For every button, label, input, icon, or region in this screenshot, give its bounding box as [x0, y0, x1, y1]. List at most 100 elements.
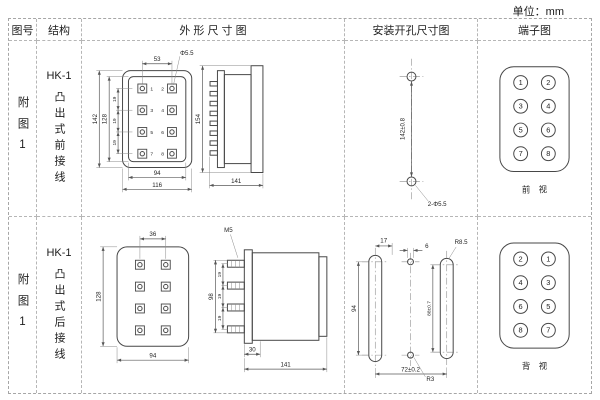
view-label: 前 视 — [522, 184, 548, 194]
dim-142-0.8: 142±0.8 — [400, 117, 407, 140]
header-fig-no: 图号 — [9, 19, 37, 41]
dim-30: 30 — [249, 347, 256, 354]
dim-141: 141 — [280, 362, 291, 369]
terminal-no: 8 — [161, 152, 164, 158]
dim-36: 36 — [149, 231, 156, 238]
terminal-no: 3 — [150, 108, 153, 114]
dim-19: 19 — [217, 315, 223, 321]
terminal-no: 4 — [161, 108, 164, 114]
front-view: 1 2 3 4 5 6 7 8 — [122, 70, 193, 169]
dim-128: 128 — [96, 291, 103, 302]
terminal-outline — [499, 66, 570, 173]
row2-terminal-cell: 2 1 4 3 6 5 8 7 背 视 — [478, 217, 591, 393]
row1-install-cell: 142±0.8 2-Φ5.5 — [345, 41, 478, 217]
terminal-diagram-rear: 2 1 4 3 6 5 8 7 背 视 — [499, 242, 570, 371]
terminal-numbers: 1 2 3 4 5 6 7 8 — [150, 86, 164, 157]
install-dimensions: 142±0.8 2-Φ5.5 — [400, 81, 447, 208]
model-label: HK-1 — [46, 246, 72, 259]
structure-block: HK-1 凸出式后接线 — [46, 247, 71, 364]
dim-98: 98 — [208, 293, 215, 300]
dim-53: 53 — [154, 56, 161, 63]
header-terminal: 端子图 — [478, 19, 591, 41]
outline-drawing-front-wiring: 1 2 3 4 5 6 7 8 53 — [92, 50, 264, 193]
install-drawing-front-wiring: 142±0.8 2-Φ5.5 — [400, 58, 447, 208]
install-drawing-rear-wiring: 17 6 R8.5 94 88±0.7 — [351, 237, 468, 382]
rear-view-dimensions: 36 128 94 — [96, 231, 189, 364]
dim-19: 19 — [217, 272, 223, 278]
terminal-no: 2 — [161, 86, 164, 92]
terminal-no: 7 — [150, 152, 153, 158]
unit-label: 单位：mm — [512, 6, 564, 18]
terminal-no: 5 — [519, 125, 523, 134]
dim-128: 128 — [102, 113, 109, 124]
dim-116: 116 — [152, 182, 162, 189]
terminal-diagram-front: 1 2 3 4 5 6 7 8 前 视 — [499, 66, 570, 194]
row2-fig-no-cell: 附图1 — [9, 217, 37, 393]
side-view — [226, 249, 328, 344]
row1-structure-cell: HK-1 凸出式前接线 — [37, 41, 82, 217]
outline-drawing-rear-wiring: 36 128 94 — [96, 227, 328, 373]
terminal-no: 7 — [519, 149, 523, 158]
dim-142: 142 — [92, 113, 99, 124]
dim-2-phi5.5: 2-Φ5.5 — [428, 201, 447, 208]
terminal-studs — [226, 259, 245, 334]
terminal-no: 5 — [150, 130, 153, 136]
side-view — [209, 65, 264, 173]
dim-19: 19 — [112, 96, 118, 102]
row2-outline-cell: 36 128 94 — [82, 217, 345, 393]
install-dimensions: 17 6 R8.5 94 88±0.7 — [351, 237, 468, 382]
header-outline: 外 形 尺 寸 图 — [82, 19, 345, 41]
terminal-no: 3 — [519, 102, 523, 111]
side-view-dimensions: M5 98 19 19 19 30 — [208, 227, 328, 373]
terminal-screws — [137, 83, 177, 159]
terminal-no: 1 — [150, 86, 153, 92]
header-install: 安装开孔尺寸图 — [345, 19, 478, 41]
terminal-no: 6 — [546, 125, 550, 134]
structure-text: 凸出式后接线 — [53, 267, 65, 364]
row1-fig-no-cell: 附图1 — [9, 41, 37, 217]
dim-72-0.2: 72±0.2 — [401, 366, 420, 373]
terminal-no: 4 — [546, 102, 550, 111]
dim-88-0.7: 88±0.7 — [426, 301, 432, 316]
dim-m5: M5 — [224, 227, 233, 234]
terminal-no: 2 — [546, 78, 550, 87]
row1-terminal-cell: 1 2 3 4 5 6 7 8 前 视 — [478, 41, 591, 217]
dim-141: 141 — [231, 178, 242, 185]
terminal-no: 4 — [519, 278, 523, 287]
dim-17: 17 — [380, 237, 387, 244]
terminal-no: 6 — [161, 130, 164, 136]
dim-6: 6 — [425, 243, 429, 250]
structure-text: 凸出式前接线 — [53, 91, 65, 187]
fig-no-text: 附图1 — [16, 272, 29, 338]
terminal-diagram-numbers: 1 2 3 4 5 6 7 8 — [519, 78, 551, 158]
dim-19: 19 — [217, 294, 223, 300]
dim-r8.5: R8.5 — [455, 239, 469, 246]
structure-block: HK-1 凸出式前接线 — [46, 70, 71, 187]
dim-phi5.5: Φ5.5 — [180, 50, 194, 57]
terminal-no: 6 — [519, 302, 523, 311]
dim-94: 94 — [351, 304, 358, 311]
dim-r3: R3 — [426, 376, 434, 383]
side-view-dimensions: 154 141 — [195, 65, 264, 189]
terminal-no: 8 — [519, 326, 523, 335]
terminal-no: 7 — [546, 326, 550, 335]
dim-94: 94 — [154, 170, 161, 177]
terminal-no: 5 — [546, 302, 550, 311]
rear-view — [116, 246, 190, 347]
terminal-no: 1 — [519, 78, 523, 87]
view-label: 背 视 — [522, 361, 548, 371]
terminal-outline — [499, 242, 570, 349]
terminal-no: 1 — [546, 254, 550, 263]
terminal-no: 8 — [546, 149, 550, 158]
mounting-slots — [361, 247, 461, 369]
fig-no-text: 附图1 — [16, 96, 29, 161]
terminal-no: 2 — [519, 254, 523, 263]
dim-19: 19 — [112, 118, 118, 124]
terminal-no: 3 — [546, 278, 550, 287]
terminal-diagram-numbers: 2 1 4 3 6 5 8 7 — [519, 254, 551, 334]
terminal-screws — [134, 259, 171, 336]
dim-154: 154 — [195, 113, 202, 124]
dim-94: 94 — [149, 353, 156, 360]
model-label: HK-1 — [46, 70, 72, 82]
